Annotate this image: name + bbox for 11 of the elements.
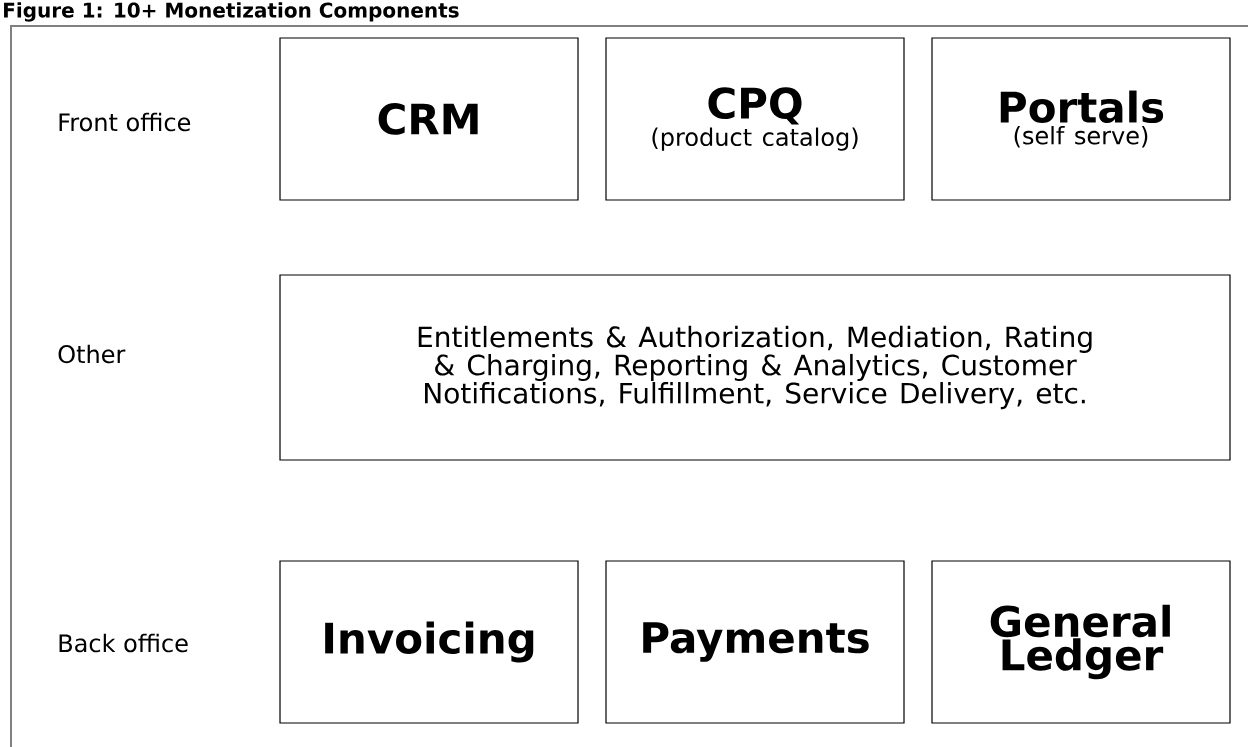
component-band: Entitlements & Authorization, Mediation, Rating & Charging, Reporting & Analytics, Customer Notifications, Fulfillment, Service Delivery, etc. bbox=[279, 274, 1231, 461]
component-box: Invoicing bbox=[279, 560, 579, 724]
component-box: Portals (self serve) bbox=[931, 37, 1231, 201]
row-label: Back office bbox=[59, 633, 188, 653]
figure-title: Figure 1: 10+ Monetization Components bbox=[4, 2, 459, 22]
component-box: CRM bbox=[279, 37, 579, 201]
row-label: Other bbox=[58, 344, 126, 364]
row-label: Front office bbox=[59, 112, 191, 132]
component-box: Payments bbox=[605, 560, 905, 724]
component-box: CPQ (product catalog) bbox=[605, 37, 905, 201]
component-box: General Ledger bbox=[931, 560, 1231, 724]
